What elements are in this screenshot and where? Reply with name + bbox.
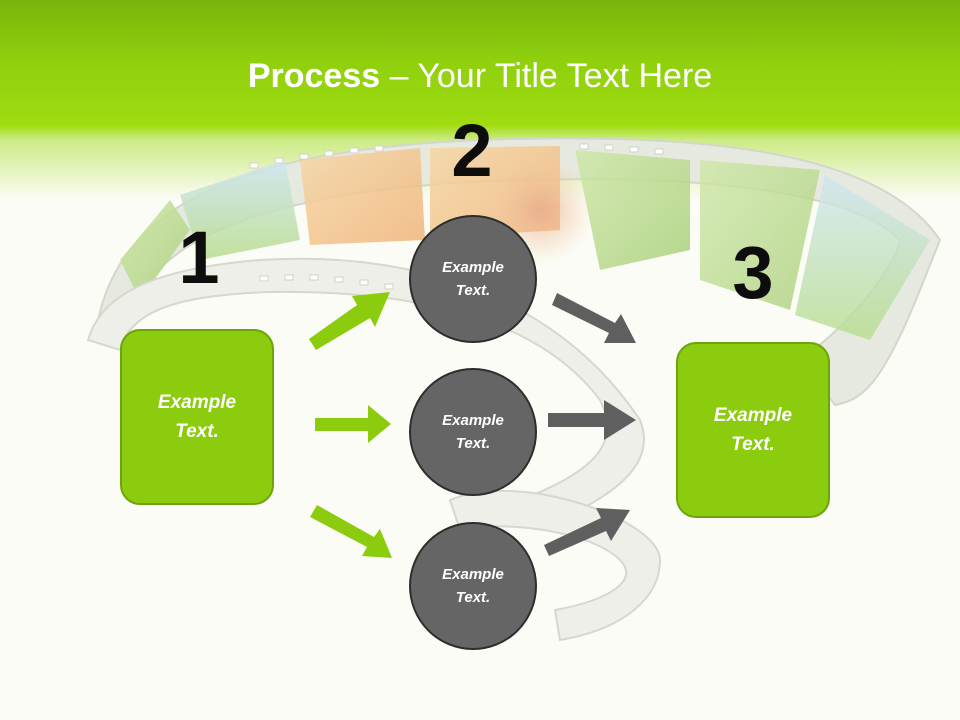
circle-top-label: Example Text. — [442, 259, 504, 299]
page-title: Process – Your Title Text Here — [0, 54, 960, 98]
gray-arrows — [544, 293, 636, 556]
step-number-3: 3 — [732, 231, 774, 314]
step-3-box-label: Example Text. — [713, 405, 793, 455]
green-arrows — [309, 292, 392, 558]
arrow-up-right-icon — [544, 508, 630, 556]
film-frame — [300, 148, 425, 245]
arrow-down-right-icon — [552, 293, 636, 343]
step-2-circle-top[interactable]: Example Text. — [409, 215, 537, 343]
sprocket-holes — [249, 143, 664, 290]
arrow-up-right-icon — [309, 292, 390, 350]
step-1-box[interactable]: Example Text. — [120, 329, 274, 505]
circle-middle-label: Example Text. — [442, 412, 504, 452]
film-frame — [795, 175, 930, 340]
step-2-circle-bottom[interactable]: Example Text. — [409, 522, 537, 650]
step-1-box-label: Example Text. — [157, 392, 237, 442]
title-bold: Process — [247, 57, 381, 95]
film-frame — [120, 200, 190, 300]
circle-bottom-label: Example Text. — [442, 566, 504, 606]
film-frame — [575, 150, 690, 270]
film-frame — [700, 160, 820, 310]
film-frame — [180, 160, 300, 260]
arrow-down-right-icon — [310, 505, 392, 558]
step-number-2: 2 — [451, 109, 493, 192]
step-number-1: 1 — [178, 216, 220, 299]
arrow-right-icon — [315, 405, 391, 443]
step-3-box[interactable]: Example Text. — [676, 342, 830, 518]
arrow-right-icon — [548, 400, 636, 440]
title-rest: – Your Title Text Here — [380, 57, 713, 95]
step-2-circle-middle[interactable]: Example Text. — [409, 368, 537, 496]
